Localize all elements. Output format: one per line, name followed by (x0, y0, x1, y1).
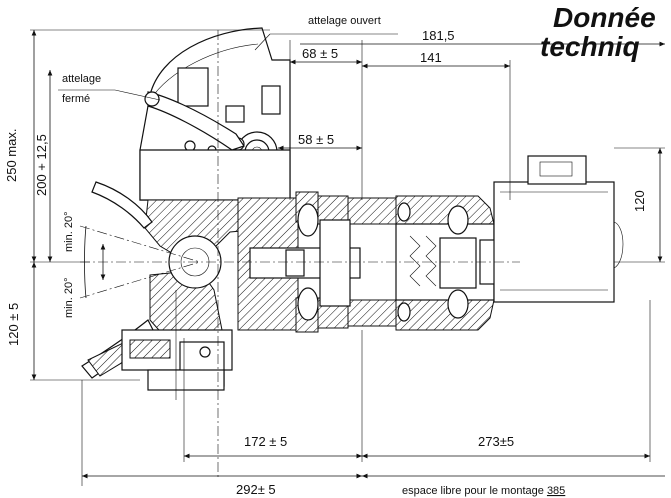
label-attelage-ouvert: attelage ouvert (308, 15, 381, 27)
spring-housing (395, 195, 499, 331)
dim-141: 141 (420, 50, 442, 65)
center-section (237, 191, 397, 333)
dim-292: 292± 5 (236, 482, 276, 497)
dim-172: 172 ± 5 (244, 434, 287, 449)
dim-120-left: 120 ± 5 (6, 303, 21, 346)
title-line-2: techniq (540, 31, 640, 62)
dim-120-right: 120 (632, 190, 647, 212)
dim-181-5: 181,5 (422, 28, 455, 43)
dim-200: 200 + 12,5 (34, 134, 49, 196)
dim-min20-bottom: min. 20° (63, 278, 75, 318)
label-attelage-ferme-1: attelage (62, 73, 101, 85)
dim-250: 250 max. (4, 129, 19, 182)
label-attelage-ferme-2: fermé (62, 93, 90, 105)
dimension-lines (30, 29, 665, 486)
dim-273: 273±5 (478, 434, 514, 449)
lever-handle (144, 91, 245, 151)
dim-68: 68 ± 5 (302, 46, 338, 61)
title-line-1: Donnée (553, 2, 656, 33)
sensor-box (493, 155, 624, 303)
dim-bottom-text: espace libre pour le montage 385 (402, 485, 565, 497)
lower-assembly (121, 290, 233, 400)
dim-min20-top: min. 20° (63, 212, 75, 252)
dim-58: 58 ± 5 (298, 132, 334, 147)
upper-housing (139, 27, 291, 201)
